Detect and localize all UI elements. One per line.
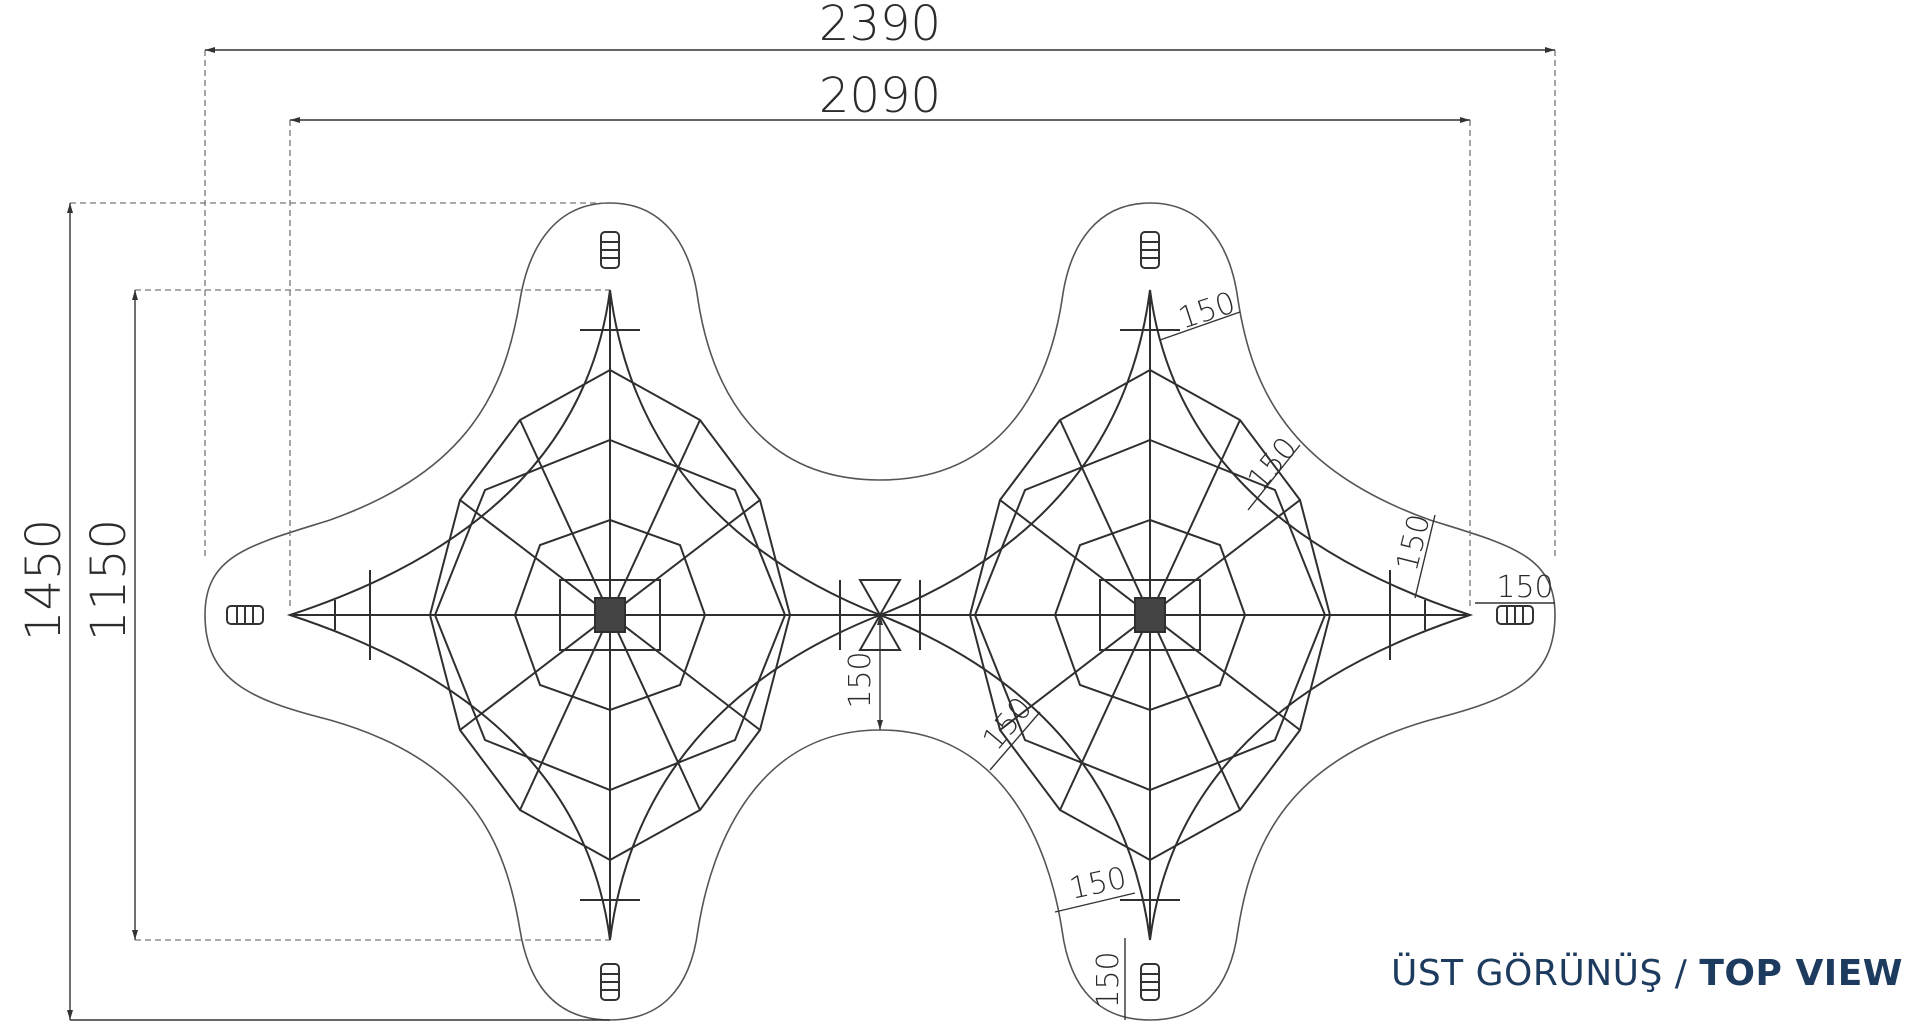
net-bridge <box>858 579 902 651</box>
view-caption: ÜST GÖRÜNÜŞ / TOP VIEW <box>1391 953 1903 994</box>
overall-height-label: 1450 <box>16 519 72 641</box>
dimension-arrows <box>67 47 1555 1020</box>
inner-height-label: 1150 <box>81 519 137 641</box>
clearance-label-1: 150 <box>1174 285 1239 336</box>
inner-width-label: 2090 <box>819 68 941 124</box>
clearance-label-4: 150 <box>1496 570 1553 605</box>
clearance-label-5: 150 <box>843 651 878 708</box>
clearance-label-6: 150 <box>976 691 1040 757</box>
caption-separator: / <box>1662 953 1700 994</box>
clearance-label-2: 150 <box>1241 431 1305 497</box>
net-structure-left <box>286 289 883 941</box>
clearance-label-3: 150 <box>1390 511 1438 575</box>
overall-width-label: 2390 <box>819 0 941 52</box>
safety-zone-outline <box>204 202 1556 1021</box>
dimension-lines <box>69 49 1555 1021</box>
extension-lines <box>70 50 1556 941</box>
caption-english: TOP VIEW <box>1699 953 1903 994</box>
clearance-label-8: 150 <box>1091 951 1126 1008</box>
caption-turkish: ÜST GÖRÜNÜŞ <box>1390 953 1663 994</box>
net-structure-right <box>877 289 1474 941</box>
